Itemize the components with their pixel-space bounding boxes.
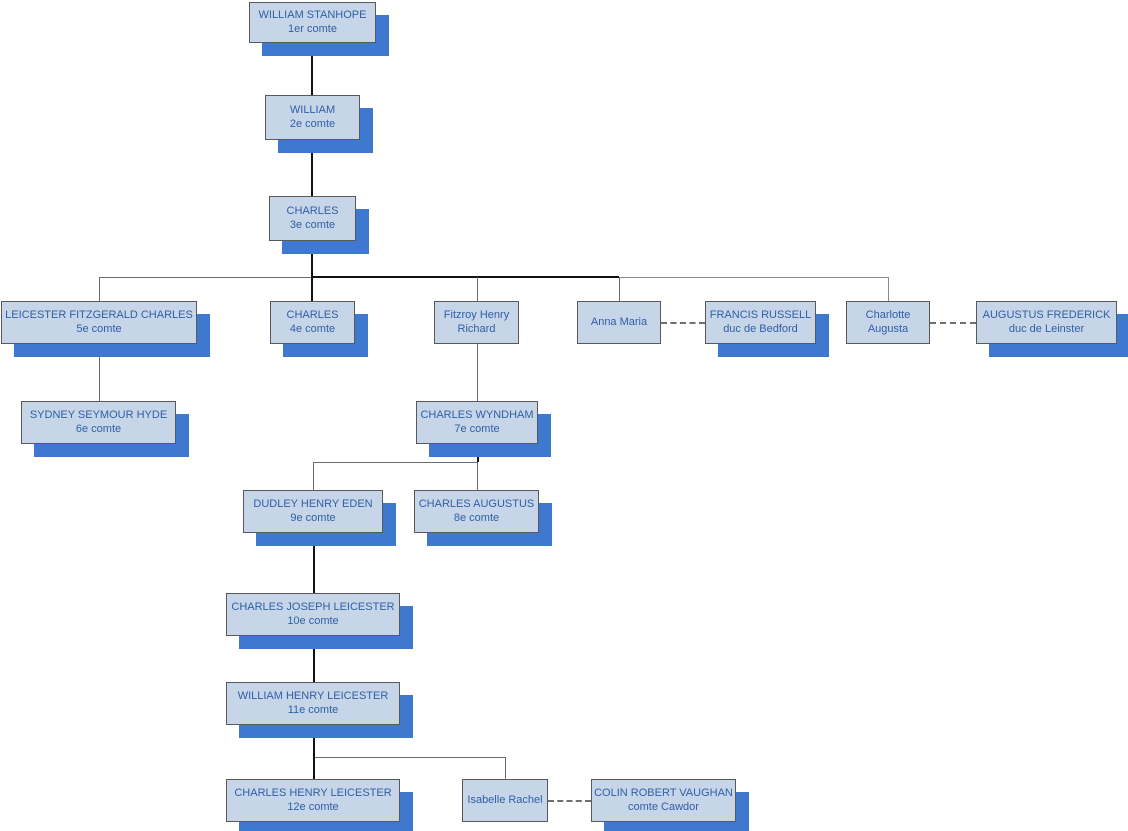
person-name: Fitzroy Henry <box>443 308 510 321</box>
connector-stanhope-to-william <box>311 43 313 95</box>
connector-11e-stem <box>313 725 315 757</box>
drop-to-charles4 <box>311 277 313 301</box>
person-name: CHARLES HENRY LEICESTER <box>234 786 392 799</box>
person-name: COLIN ROBERT VAUGHAN <box>594 786 733 799</box>
person-name: LEICESTER FITZGERALD CHARLES <box>5 308 193 321</box>
person-name: CHARLES <box>286 308 339 321</box>
person-name: CHARLES WYNDHAM <box>420 408 534 421</box>
drop-to-12e <box>313 757 315 779</box>
sibling-bus-center <box>311 276 478 278</box>
connector-fitzroy-to-7e <box>477 344 478 401</box>
person-name: Anna Maria <box>590 315 648 328</box>
drop-to-leicester-fitzgerald <box>99 277 100 301</box>
person-node-anna-maria[interactable]: Anna Maria <box>577 301 661 344</box>
drop-to-anna-maria <box>619 277 620 301</box>
person-title: 6e comte <box>75 422 122 435</box>
marriage-link-isabelle-rachel-to-colin-robert-vaughan <box>548 800 591 802</box>
person-name: WILLIAM STANHOPE <box>258 8 367 21</box>
person-title: 8e comte <box>453 511 500 524</box>
person-title: duc de Leinster <box>1008 322 1085 335</box>
person-title: 12e comte <box>287 800 339 813</box>
person-title: Augusta <box>867 322 909 335</box>
person-name: DUDLEY HENRY EDEN <box>253 497 373 510</box>
person-title: 10e comte <box>287 614 339 627</box>
person-title: 1er comte <box>288 22 337 35</box>
connector-10e-to-11e <box>313 636 315 682</box>
sibling-bus-center2 <box>477 276 619 278</box>
person-name: CHARLES JOSEPH LEICESTER <box>231 600 395 613</box>
marriage-link-anna-maria-to-francis-russell <box>661 322 705 324</box>
person-title: 2e comte <box>289 117 336 130</box>
drop-to-9e <box>313 462 314 490</box>
person-name: SYDNEY SEYMOUR HYDE <box>29 408 168 421</box>
children-bus-11e <box>313 757 505 758</box>
person-title: comte Cawdor <box>628 800 699 813</box>
person-name: FRANCIS RUSSELL <box>709 308 812 321</box>
connector-5e-to-6e <box>99 344 100 401</box>
person-node-isabelle-rachel[interactable]: Isabelle Rachel <box>462 779 548 822</box>
person-name: Isabelle Rachel <box>467 793 543 806</box>
person-title: 3e comte <box>289 218 336 231</box>
connector-charles3-stem <box>311 241 313 277</box>
person-title: Richard <box>457 322 496 335</box>
person-title: 11e comte <box>287 703 339 716</box>
person-name: Charlotte <box>865 308 911 321</box>
sibling-bus-left <box>99 277 312 278</box>
person-name: WILLIAM HENRY LEICESTER <box>237 689 389 702</box>
person-title: duc de Bedford <box>723 322 798 335</box>
person-title: 7e comte <box>454 422 500 435</box>
person-title: 9e comte <box>290 511 336 524</box>
person-name: CHARLES AUGUSTUS <box>418 497 535 510</box>
person-name: CHARLES <box>286 204 339 217</box>
person-title: 5e comte <box>76 322 122 335</box>
person-name: WILLIAM <box>289 103 336 116</box>
sibling-bus-right <box>619 277 889 278</box>
drop-to-fitzroy <box>477 277 478 301</box>
connector-9e-to-10e <box>313 533 315 593</box>
drop-to-isabelle <box>505 757 506 779</box>
connector-william-to-charles3 <box>311 140 313 196</box>
marriage-link-charlotte-augusta-to-augustus-frederick <box>930 322 976 324</box>
drop-to-charlotte-augusta <box>888 277 889 301</box>
person-name: AUGUSTUS FREDERICK <box>982 308 1111 321</box>
person-title: 4e comte <box>289 322 336 335</box>
children-bus-7e <box>313 462 478 463</box>
drop-to-8e <box>477 462 478 490</box>
